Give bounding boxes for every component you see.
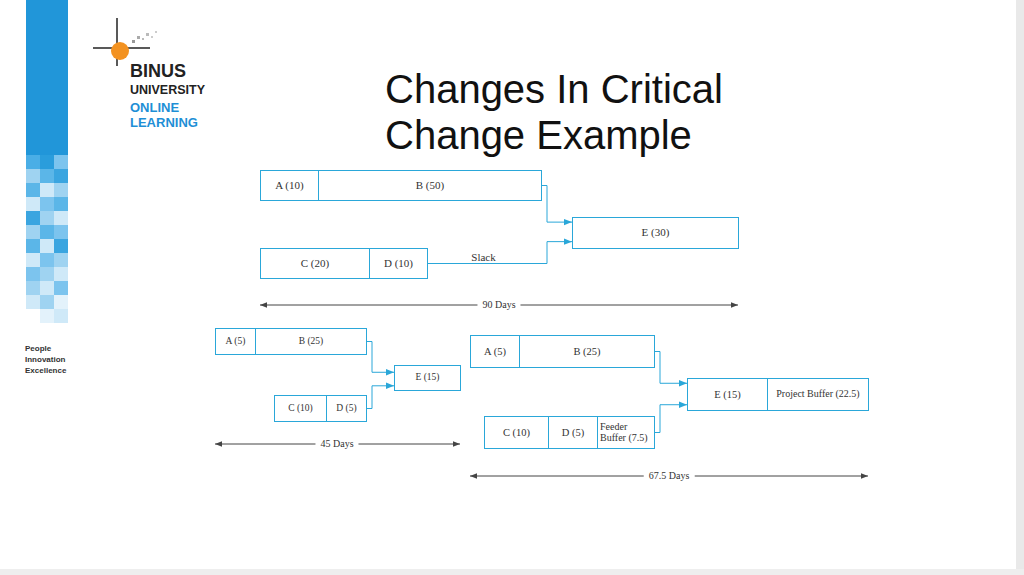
mosaic-tile xyxy=(40,155,54,169)
mosaic-tile xyxy=(40,295,54,309)
mosaic-tile xyxy=(26,239,40,253)
mosaic-tile xyxy=(26,267,40,281)
task-label: E (15) xyxy=(714,389,741,400)
task-label: B (25) xyxy=(299,337,324,347)
mosaic-tile xyxy=(54,295,68,309)
mosaic-tile xyxy=(26,155,40,169)
connector-label: Slack xyxy=(471,251,495,263)
dependency-arrow xyxy=(367,386,394,409)
task-box: B (25) xyxy=(519,335,655,368)
mosaic-tile xyxy=(54,225,68,239)
task-label: C (20) xyxy=(301,258,329,270)
mosaic-tile xyxy=(26,253,40,267)
mosaic-tile xyxy=(40,183,54,197)
mosaic-tile xyxy=(26,183,40,197)
task-label: A (5) xyxy=(484,346,506,357)
task-label: A (5) xyxy=(226,337,246,347)
side-strip xyxy=(26,0,68,155)
mosaic-tile xyxy=(54,211,68,225)
task-box: Project Buffer (22.5) xyxy=(767,378,869,411)
mosaic-tile xyxy=(26,281,40,295)
task-box: C (10) xyxy=(274,395,327,422)
mosaic-tile xyxy=(54,169,68,183)
mosaic-tile xyxy=(54,155,68,169)
task-label: D (10) xyxy=(384,258,413,270)
task-label: C (10) xyxy=(503,427,530,438)
logo-pixel xyxy=(132,40,135,43)
mosaic-tile xyxy=(54,197,68,211)
mosaic-tile xyxy=(26,225,40,239)
task-box: A (5) xyxy=(470,335,520,368)
dependency-arrow xyxy=(655,405,687,433)
mosaic-tile xyxy=(26,211,40,225)
dimension-label: 45 Days xyxy=(315,438,358,450)
task-label: D (5) xyxy=(562,427,584,438)
logo-pixel xyxy=(137,36,140,39)
mosaic-tile xyxy=(40,309,54,323)
mosaic-tile xyxy=(40,197,54,211)
task-box: B (25) xyxy=(255,328,367,355)
task-box: D (5) xyxy=(548,416,598,449)
slide-edge xyxy=(0,569,1024,575)
logo-pixel xyxy=(151,36,153,38)
logo-wordmark: UNIVERSITY xyxy=(130,83,250,97)
dimension-label: 67.5 Days xyxy=(644,470,695,482)
motto-text: People Innovation Excellence xyxy=(25,343,73,376)
task-label: Project Buffer (22.5) xyxy=(776,389,859,400)
logo-tagline: ONLINE LEARNING xyxy=(130,100,212,130)
task-box: D (5) xyxy=(326,395,367,422)
task-box: B (50) xyxy=(318,170,542,201)
task-box: E (15) xyxy=(394,365,461,391)
task-box: A (5) xyxy=(215,328,256,355)
mosaic-tile xyxy=(54,239,68,253)
dependency-arrow xyxy=(367,342,394,373)
task-label: B (25) xyxy=(573,346,600,357)
dependency-arrow xyxy=(542,186,572,223)
task-box: E (15) xyxy=(687,378,768,411)
task-box: Feeder Buffer (7.5) xyxy=(597,416,655,449)
mosaic-tile xyxy=(40,169,54,183)
mosaic-tile xyxy=(26,169,40,183)
task-box: D (10) xyxy=(369,248,428,279)
logo-wordmark: BINUS xyxy=(130,61,250,81)
task-box: C (20) xyxy=(260,248,370,279)
mosaic-tile xyxy=(26,197,40,211)
mosaic-tile xyxy=(40,281,54,295)
mosaic-tile xyxy=(40,239,54,253)
task-label: C (10) xyxy=(288,404,313,414)
dependency-arrow xyxy=(655,352,687,384)
mosaic-tile xyxy=(54,309,68,323)
mosaic-tile xyxy=(54,253,68,267)
mosaic-tile xyxy=(54,183,68,197)
mosaic-tile xyxy=(40,267,54,281)
task-label: D (5) xyxy=(336,404,356,414)
task-box: E (30) xyxy=(572,217,739,249)
slide-edge xyxy=(1016,0,1024,575)
task-box: A (10) xyxy=(260,170,319,201)
mosaic-tile xyxy=(26,295,40,309)
task-label: B (50) xyxy=(416,180,444,192)
logo-pixel xyxy=(155,31,157,33)
dependency-arrow xyxy=(428,242,572,264)
mosaic-tile xyxy=(40,225,54,239)
mosaic-tile xyxy=(40,211,54,225)
slide-title: Changes In Critical Change Example xyxy=(385,66,765,158)
mosaic-tile xyxy=(54,281,68,295)
mosaic-tile xyxy=(40,253,54,267)
mosaic-tile xyxy=(54,267,68,281)
logo-circle xyxy=(111,42,129,60)
task-label: E (15) xyxy=(415,373,439,383)
task-label: Feeder Buffer (7.5) xyxy=(600,422,654,443)
task-label: A (10) xyxy=(275,180,303,192)
logo-pixel xyxy=(142,38,144,40)
dimension-label: 90 Days xyxy=(477,299,520,311)
task-label: E (30) xyxy=(642,227,670,239)
task-box: C (10) xyxy=(484,416,549,449)
logo-pixel xyxy=(146,33,149,36)
